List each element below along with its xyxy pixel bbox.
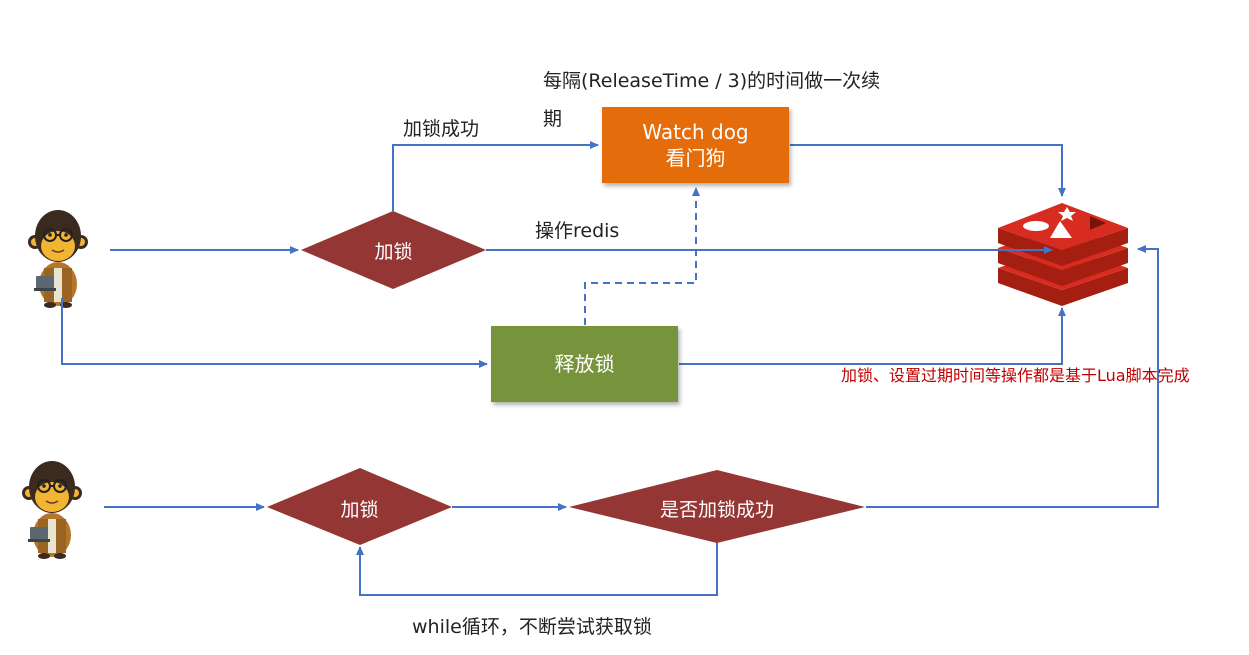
watchdog-note-line2: 期 bbox=[543, 108, 563, 130]
watchdog-title: Watch dog bbox=[642, 120, 749, 144]
lock-diamond-bottom bbox=[267, 468, 452, 545]
arrow-lock-success-to-watchdog bbox=[392, 141, 599, 211]
arrow-user-to-release bbox=[61, 298, 488, 368]
release-lock-box: 释放锁 bbox=[491, 326, 678, 402]
lock-success-diamond bbox=[569, 470, 865, 543]
release-lock-label: 释放锁 bbox=[554, 352, 615, 376]
arrow-watchdog-to-redis bbox=[790, 144, 1066, 197]
watchdog-box: Watch dog 看门狗 bbox=[602, 107, 789, 183]
lock-success-check-label: 是否加锁成功 bbox=[659, 499, 774, 521]
lock-diamond-top-label: 加锁 bbox=[374, 241, 413, 263]
operate-redis-label: 操作redis bbox=[535, 220, 620, 242]
retry-loop-label: while循环，不断尝试获取锁 bbox=[412, 616, 652, 638]
developer-avatar-icon-bottom bbox=[21, 460, 83, 560]
watchdog-note-text: 每隔(ReleaseTime / 3)的时间做一次续 bbox=[543, 70, 881, 92]
arrow-release-to-redis bbox=[679, 307, 1066, 365]
redis-logo-icon bbox=[998, 203, 1128, 306]
developer-avatar-icon-top bbox=[27, 209, 89, 309]
watchdog-note-line1: 每隔(ReleaseTime / 3)的时间做一次续 bbox=[543, 66, 880, 93]
lock-success-label: 加锁成功 bbox=[403, 118, 480, 140]
arrow-check-to-redis bbox=[866, 245, 1159, 508]
lock-diamond-top bbox=[301, 211, 486, 289]
dashed-arrow-release-to-watchdog bbox=[584, 187, 700, 325]
lock-diamond-bottom-label: 加锁 bbox=[340, 499, 379, 521]
arrow-retry-loop bbox=[356, 542, 718, 596]
lua-note: 加锁、设置过期时间等操作都是基于Lua脚本完成 bbox=[841, 366, 1190, 385]
watchdog-subtitle: 看门狗 bbox=[665, 146, 726, 170]
